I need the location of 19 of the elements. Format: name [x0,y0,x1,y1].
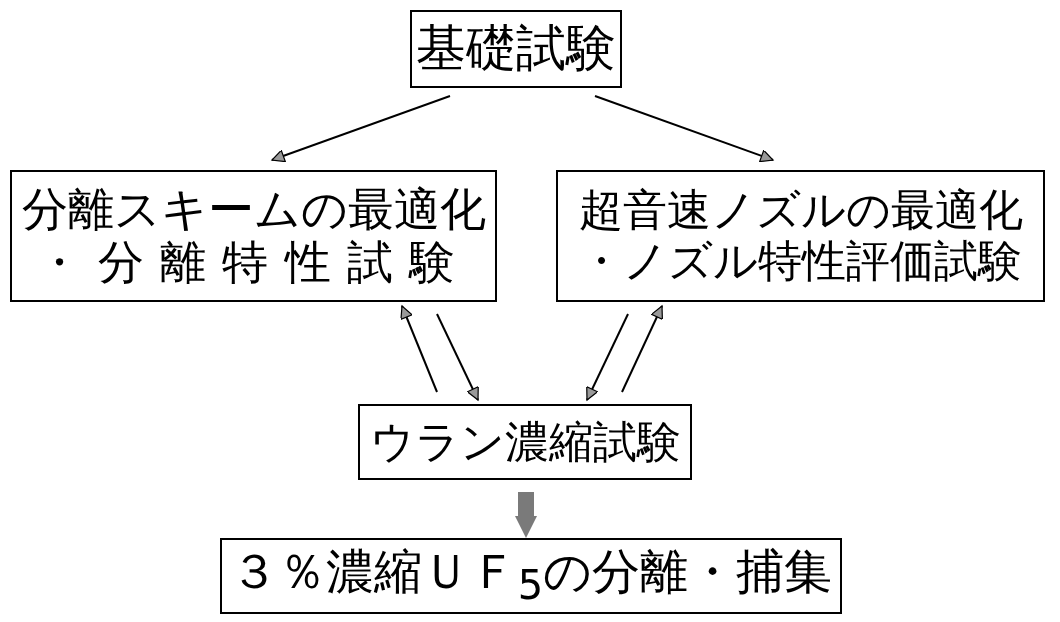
arrow [594,95,774,163]
box-text: 超音速ノズルの最適化 [578,185,1023,236]
arrow [621,305,663,393]
process-box [556,170,1045,302]
process-box [10,170,497,302]
box-text: ウラン濃縮試験 [369,416,681,468]
process-box [410,10,622,88]
process-box [220,538,842,614]
arrow [271,95,451,163]
box-text: 分離スキームの最適化 [21,183,486,236]
arrow [586,313,629,401]
box-text: ３％濃縮ＵＦ$_{5}$の分離・捕集 [229,544,833,608]
block-arrow [515,492,537,538]
box-text: ・ノズル特性評価試験 [579,236,1022,287]
arrow [436,313,479,401]
arrow [400,305,438,393]
process-box [358,404,692,480]
box-text: ・分離特性試験 [36,236,471,289]
box-text: 基礎試験 [416,20,616,78]
